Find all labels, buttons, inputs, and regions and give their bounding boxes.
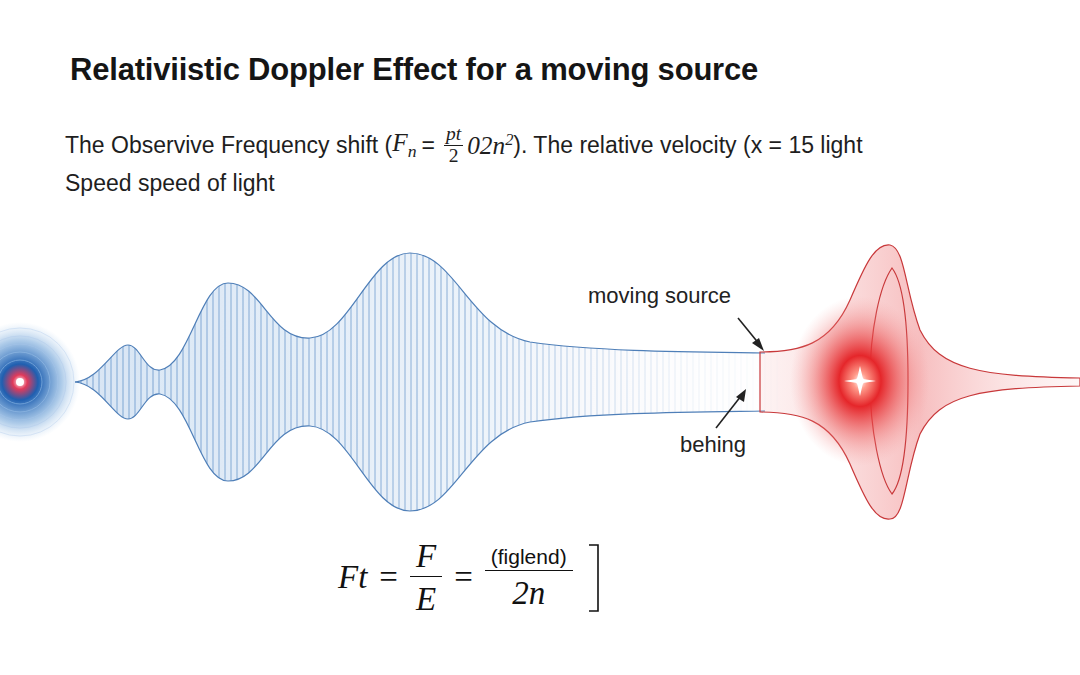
- envelope-top: [75, 253, 765, 382]
- formula: Ft = FE = (figlend)2n: [338, 538, 601, 618]
- subtitle-text: ). The relative velocity (: [513, 132, 750, 159]
- moving-source-star: [844, 366, 876, 396]
- propagation-line: [20, 380, 1080, 384]
- bracket-path: [589, 545, 598, 611]
- math-subscript: n: [408, 141, 417, 161]
- math-operator: =: [422, 132, 435, 159]
- math-variable: F: [392, 128, 407, 156]
- leader-arrows: [716, 318, 764, 428]
- subtitle-line: The Observive Frequency shift ( Fn = pt2…: [65, 124, 863, 166]
- math-exponent: 2: [505, 130, 513, 149]
- source-dot: [856, 377, 864, 385]
- math-term: 02n2: [467, 130, 513, 161]
- math-operator: =: [379, 559, 398, 596]
- fraction-numerator: (figlend): [485, 545, 573, 571]
- fraction-denominator: E: [416, 577, 436, 617]
- fraction-denominator: 2: [449, 146, 459, 167]
- subtitle-text: The Observive Frequency shift (: [65, 132, 392, 159]
- sparkle: [844, 366, 876, 396]
- title: Relativiistic Doppler Effect for a movin…: [70, 52, 758, 88]
- math-fraction: (figlend)2n: [485, 545, 573, 611]
- subtitle-text: x = 15 light: [751, 132, 863, 159]
- callout-label: moving source: [588, 283, 731, 309]
- fraction-numerator: pt: [444, 124, 463, 146]
- callout-text: moving source: [588, 283, 731, 308]
- math-term-text: 02n: [467, 131, 505, 159]
- bracket: [587, 542, 601, 614]
- arrow-head: [736, 389, 746, 402]
- fraction-denominator: 2n: [512, 571, 545, 611]
- arrow-head: [752, 338, 764, 351]
- subtitle-line: Speed speed of light: [65, 170, 275, 197]
- math-symbol: Fn: [392, 128, 416, 162]
- callout-label: behing: [680, 432, 746, 458]
- envelope-bottom: [75, 382, 765, 511]
- fraction-numerator: F: [410, 538, 442, 577]
- math-operator: =: [454, 559, 473, 596]
- math-fraction: pt2: [444, 124, 463, 166]
- math-fraction: FE: [410, 538, 442, 618]
- math-term: Ft: [338, 559, 367, 596]
- callout-text: behing: [680, 432, 746, 457]
- subtitle-text: Speed speed of light: [65, 170, 275, 196]
- leader-line: [716, 396, 741, 428]
